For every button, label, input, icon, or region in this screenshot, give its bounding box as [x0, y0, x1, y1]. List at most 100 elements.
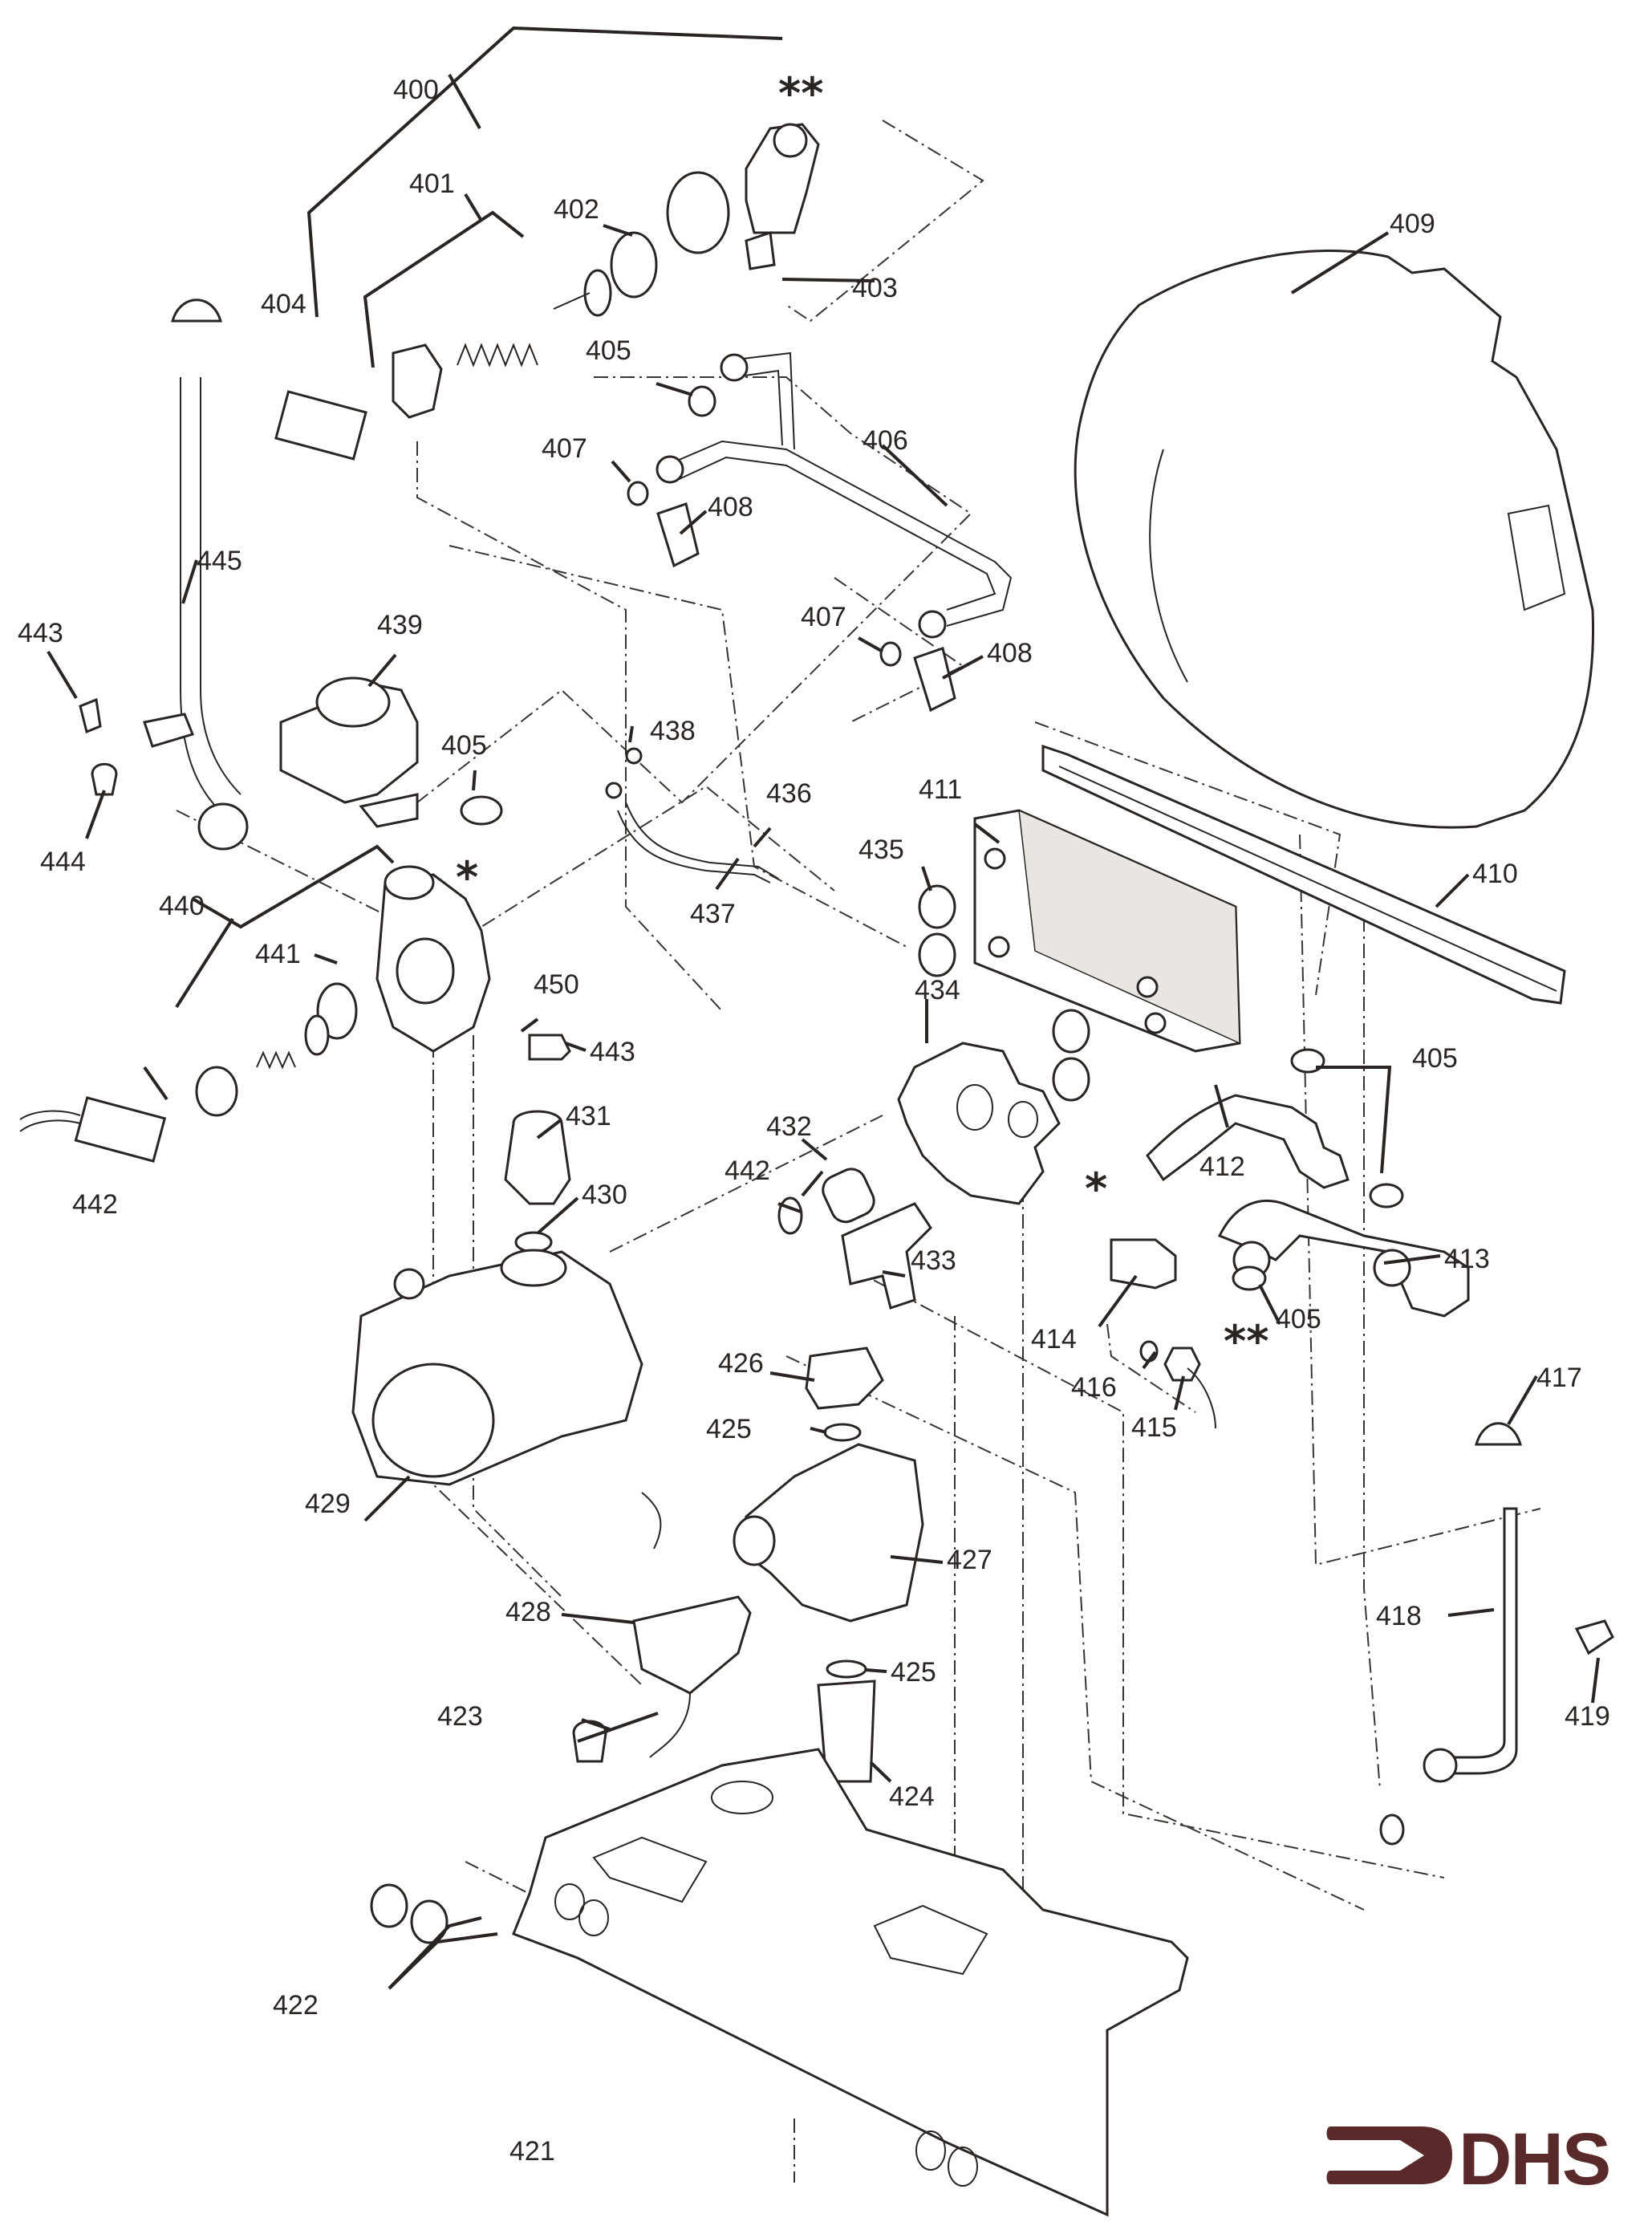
marker-star-block: *	[1085, 1164, 1107, 1214]
seal-435d	[1052, 1057, 1090, 1102]
callout-445: 445	[197, 546, 242, 576]
pipe-406	[665, 440, 1013, 627]
callout-402: 402	[554, 194, 599, 225]
o-ring-430	[514, 1231, 553, 1253]
o-ring-407a	[627, 481, 649, 506]
clip-408b	[913, 647, 956, 713]
callout-423: 423	[437, 1701, 483, 1732]
callout-403: 403	[852, 273, 898, 303]
callout-438: 438	[650, 716, 696, 746]
nozzle-424	[817, 1680, 876, 1783]
callout-443-center: 443	[590, 1037, 635, 1067]
callout-405-right: 405	[1412, 1043, 1458, 1074]
callout-408-upper: 408	[708, 492, 753, 522]
callout-405-top: 405	[586, 335, 631, 366]
marker-star-diverter: *	[456, 852, 478, 903]
marker-double-star-bottom: **	[1224, 1316, 1268, 1367]
callout-444: 444	[40, 847, 86, 877]
o-ring-425a	[823, 1423, 862, 1442]
marker-double-star-top: **	[778, 68, 823, 119]
callout-414: 414	[1031, 1324, 1077, 1355]
expansion-vessel-409	[1074, 250, 1595, 829]
callout-410: 410	[1472, 859, 1518, 889]
spring	[457, 343, 538, 368]
callout-419: 419	[1565, 1701, 1610, 1732]
callout-421: 421	[509, 2136, 555, 2167]
callout-437: 437	[690, 899, 736, 929]
diaphragm-402	[610, 231, 658, 299]
callout-430: 430	[582, 1180, 627, 1210]
callout-433: 433	[911, 1245, 956, 1276]
callout-405-mid: 405	[441, 730, 487, 761]
callout-436: 436	[766, 778, 812, 809]
dhs-logo: DHS	[1324, 2110, 1629, 2200]
plate-heat-exchanger-411	[973, 809, 1241, 1053]
callout-413: 413	[1444, 1244, 1490, 1274]
callout-440: 440	[159, 891, 205, 921]
callout-409: 409	[1390, 209, 1435, 239]
seal-435b	[918, 932, 956, 977]
callout-412: 412	[1199, 1152, 1245, 1182]
callout-406: 406	[863, 425, 908, 456]
callout-labels: 400 401 402 403 404 405 406 407 408 407 …	[18, 68, 1610, 2167]
cartridge-432	[822, 1168, 875, 1224]
cap-445	[171, 299, 222, 323]
callout-432: 432	[766, 1111, 812, 1142]
cover-401	[666, 171, 730, 254]
seal-435c	[1052, 1009, 1090, 1054]
nut-438	[625, 747, 643, 765]
washer-405b	[460, 795, 503, 826]
hydraulic-block-434	[897, 1042, 1061, 1205]
callout-401: 401	[409, 169, 455, 199]
callout-407-lower: 407	[801, 602, 846, 632]
sensor-450	[528, 1034, 571, 1061]
drain-valve-414	[1110, 1238, 1177, 1290]
cap-417	[1475, 1422, 1522, 1446]
callout-424: 424	[889, 1781, 935, 1812]
callout-408-lower: 408	[987, 638, 1033, 668]
o-ring-425b	[826, 1659, 867, 1679]
sensor-444	[91, 762, 118, 796]
leader-lines	[47, 26, 1600, 1990]
base-plate-421	[512, 1748, 1189, 2217]
callout-405-bottom-right: 405	[1276, 1304, 1321, 1334]
callout-429: 429	[305, 1489, 351, 1519]
pipe-412	[1146, 1094, 1350, 1189]
microswitch-404	[274, 390, 367, 461]
ignition-unit-428	[632, 1595, 752, 1695]
callout-407-upper: 407	[542, 433, 587, 464]
capillary-437	[617, 810, 771, 883]
clip-419	[1574, 1619, 1614, 1655]
callout-443-left: 443	[18, 618, 63, 648]
callout-418: 418	[1376, 1601, 1422, 1631]
callout-426: 426	[718, 1348, 764, 1379]
callout-416: 416	[1071, 1372, 1117, 1403]
callout-428: 428	[505, 1597, 551, 1627]
logo-text: DHS	[1459, 2118, 1609, 2199]
clip-423	[572, 1720, 607, 1763]
callout-425-lower: 425	[891, 1657, 936, 1688]
gasket-444-plate	[143, 713, 195, 748]
callout-441: 441	[255, 939, 301, 969]
callout-431: 431	[566, 1101, 611, 1131]
callout-404: 404	[261, 289, 306, 319]
callout-415: 415	[1131, 1412, 1177, 1443]
seal-435a	[918, 884, 956, 929]
callout-435: 435	[858, 835, 904, 865]
sensor-443a	[79, 697, 102, 734]
pipe-418	[1443, 1507, 1518, 1775]
callout-427: 427	[947, 1545, 992, 1575]
washer-405d	[1369, 1183, 1404, 1208]
microswitch-442a	[74, 1096, 167, 1163]
o-ring-407b	[879, 641, 902, 667]
pipe-445	[180, 377, 242, 819]
callout-439: 439	[377, 610, 423, 640]
callout-417: 417	[1536, 1363, 1582, 1393]
o-ring-442b	[777, 1196, 803, 1235]
callout-434: 434	[915, 975, 960, 1005]
air-vent-431	[504, 1110, 571, 1205]
callout-422: 422	[273, 1990, 319, 2021]
valve-body-404	[392, 343, 443, 419]
part-shapes	[19, 123, 1614, 2217]
